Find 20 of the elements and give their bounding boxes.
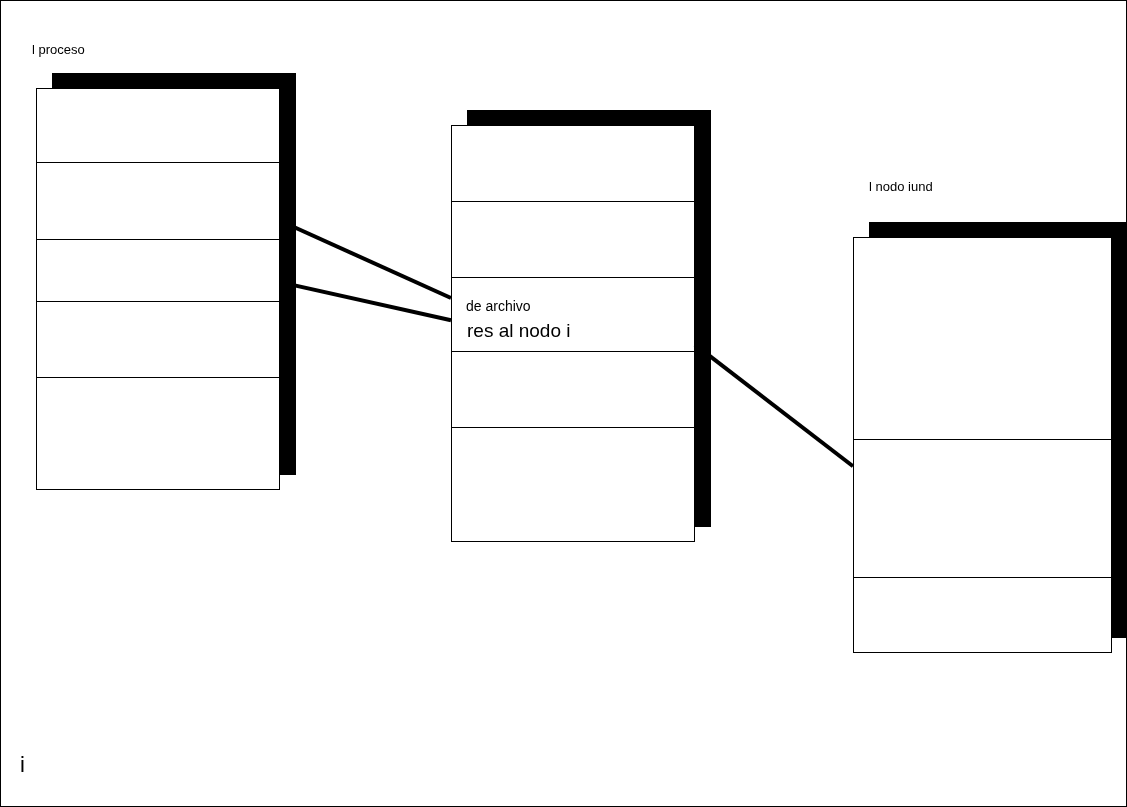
connector-line (693, 343, 855, 468)
table-row (451, 352, 695, 428)
table-title: l proceso (32, 42, 85, 57)
table-row (36, 378, 280, 490)
table-row (36, 302, 280, 378)
table-row (451, 278, 695, 352)
table-row (853, 237, 1112, 440)
table-row (451, 202, 695, 278)
table-row (853, 578, 1112, 653)
table-row (36, 88, 280, 163)
note-text: i (20, 752, 25, 778)
table-row (853, 440, 1112, 578)
table-row (451, 125, 695, 202)
table-box (451, 110, 711, 542)
cell-text: res al nodo i (467, 320, 571, 342)
cell-text: de archivo (466, 298, 531, 314)
table-row (451, 428, 695, 542)
table-row (36, 163, 280, 240)
table-title: l nodo iund (869, 179, 933, 194)
table-row (36, 240, 280, 302)
